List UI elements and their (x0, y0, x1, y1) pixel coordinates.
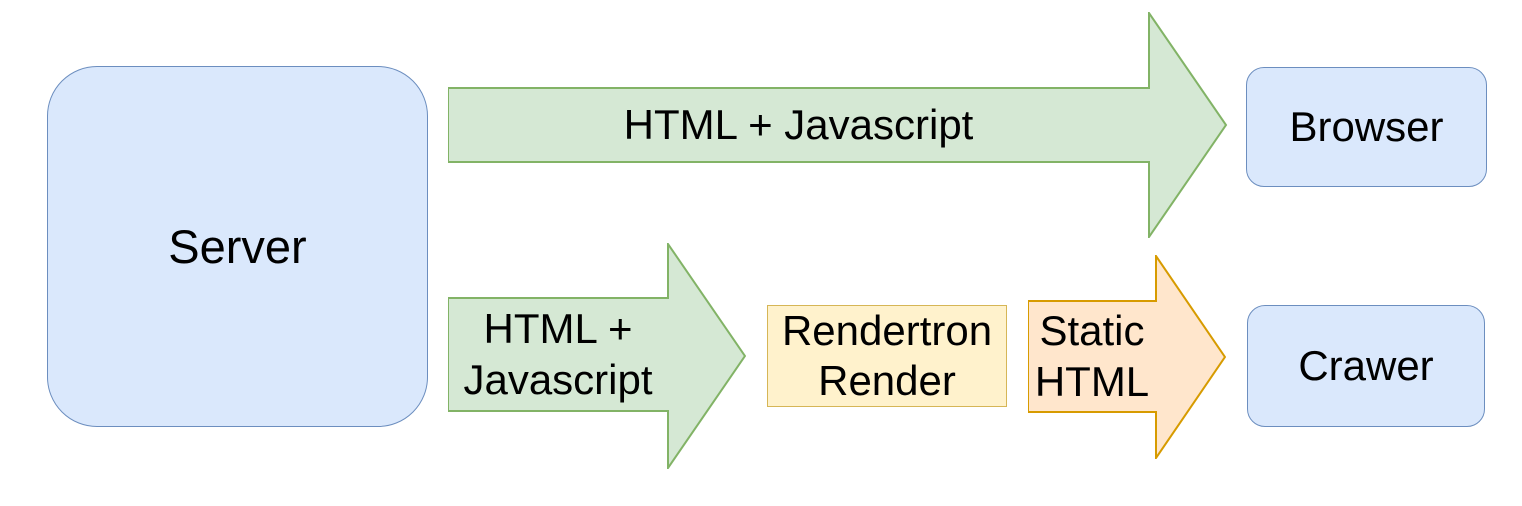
node-crawler-label: Crawer (1298, 342, 1434, 389)
node-server: Server (47, 66, 428, 427)
node-browser: Browser (1246, 67, 1487, 187)
node-server-label: Server (168, 220, 307, 273)
arrow-rendertron-to-crawler-shape (1028, 255, 1226, 459)
node-crawler: Crawer (1247, 305, 1485, 427)
arrow-rendertron-to-crawler (1028, 255, 1226, 459)
arrow-server-to-rendertron (448, 243, 746, 469)
node-browser-label: Browser (1289, 103, 1444, 150)
arrow-server-to-browser-shape (448, 12, 1228, 238)
node-rendertron-render-label: Rendertron Render (781, 306, 993, 404)
node-rendertron-render: Rendertron Render (767, 305, 1007, 407)
arrow-server-to-rendertron-shape (448, 243, 746, 469)
arrow-server-to-browser (448, 12, 1228, 238)
